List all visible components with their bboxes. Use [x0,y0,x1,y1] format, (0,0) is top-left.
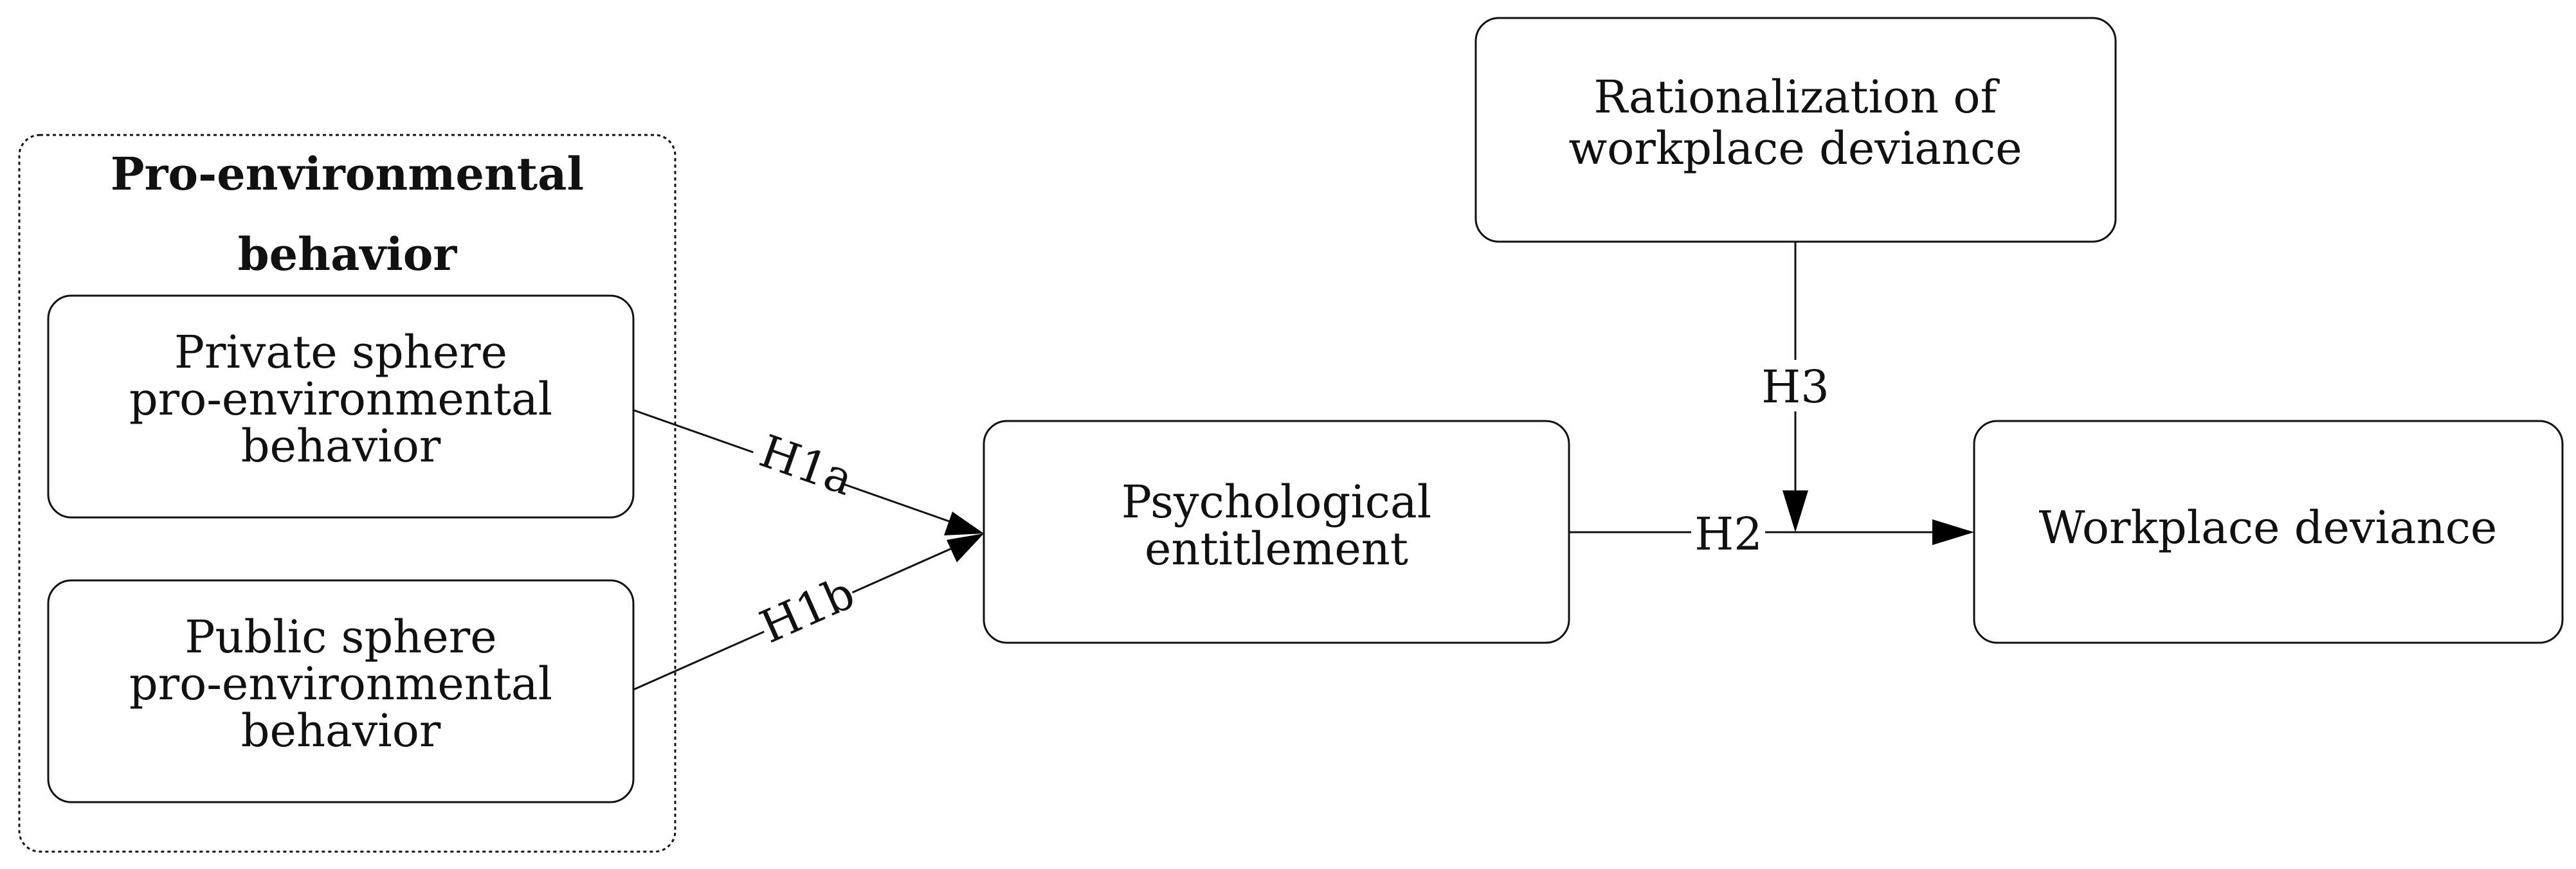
node-workplace-deviance-box [1973,420,2564,644]
edge-h1b: H1b [633,533,984,691]
node-private-sphere-line2: pro-environmental [129,373,552,426]
node-public-sphere-box [47,579,635,803]
edge-h1a-label: H1a [753,425,860,506]
edge-h3-arrowhead [1782,490,1808,532]
group-title-line1: Pro-environmental [111,147,584,201]
node-workplace-deviance-line1: Workplace deviance [2039,501,2498,554]
edge-h2-label-bg [1691,508,1765,559]
node-workplace-deviance: Workplace deviance [1973,420,2564,644]
edge-h3-label-bg [1760,360,1831,411]
edge-h2: H2 [1569,508,1974,560]
node-public-sphere-line2: pro-environmental [129,658,552,710]
edge-h1a-arrowhead [944,512,984,535]
node-public-sphere-line3: behavior [241,704,441,757]
node-public-sphere: Public sphere pro-environmental behavior [47,579,635,803]
node-public-sphere-line1: Public sphere [185,611,496,663]
group-title-line2: behavior [238,228,458,281]
node-rationalization-line1: Rationalization of [1594,71,2000,123]
node-private-sphere-line3: behavior [241,420,441,472]
node-psychological-entitlement-line2: entitlement [1145,523,1408,575]
edge-h3: H3 [1760,242,1831,532]
edge-h3-label: H3 [1761,361,1829,413]
node-private-sphere-box [47,294,635,519]
node-private-sphere: Private sphere pro-environmental behavio… [47,294,635,519]
node-rationalization-line2: workplace deviance [1568,122,2022,175]
edge-h1a: H1a [633,409,984,535]
node-psychological-entitlement-line1: Psychological [1121,476,1431,528]
edge-h1b-arrowhead [947,533,984,562]
edge-h2-label: H2 [1694,508,1763,560]
edge-h1a-label-bg [746,420,856,505]
node-psychological-entitlement: Psychological entitlement [983,420,1570,644]
edge-h1b-label-bg [752,564,862,654]
edge-h2-arrowhead [1932,519,1974,545]
node-rationalization: Rationalization of workplace deviance [1474,17,2117,243]
node-private-sphere-line1: Private sphere [174,326,507,379]
